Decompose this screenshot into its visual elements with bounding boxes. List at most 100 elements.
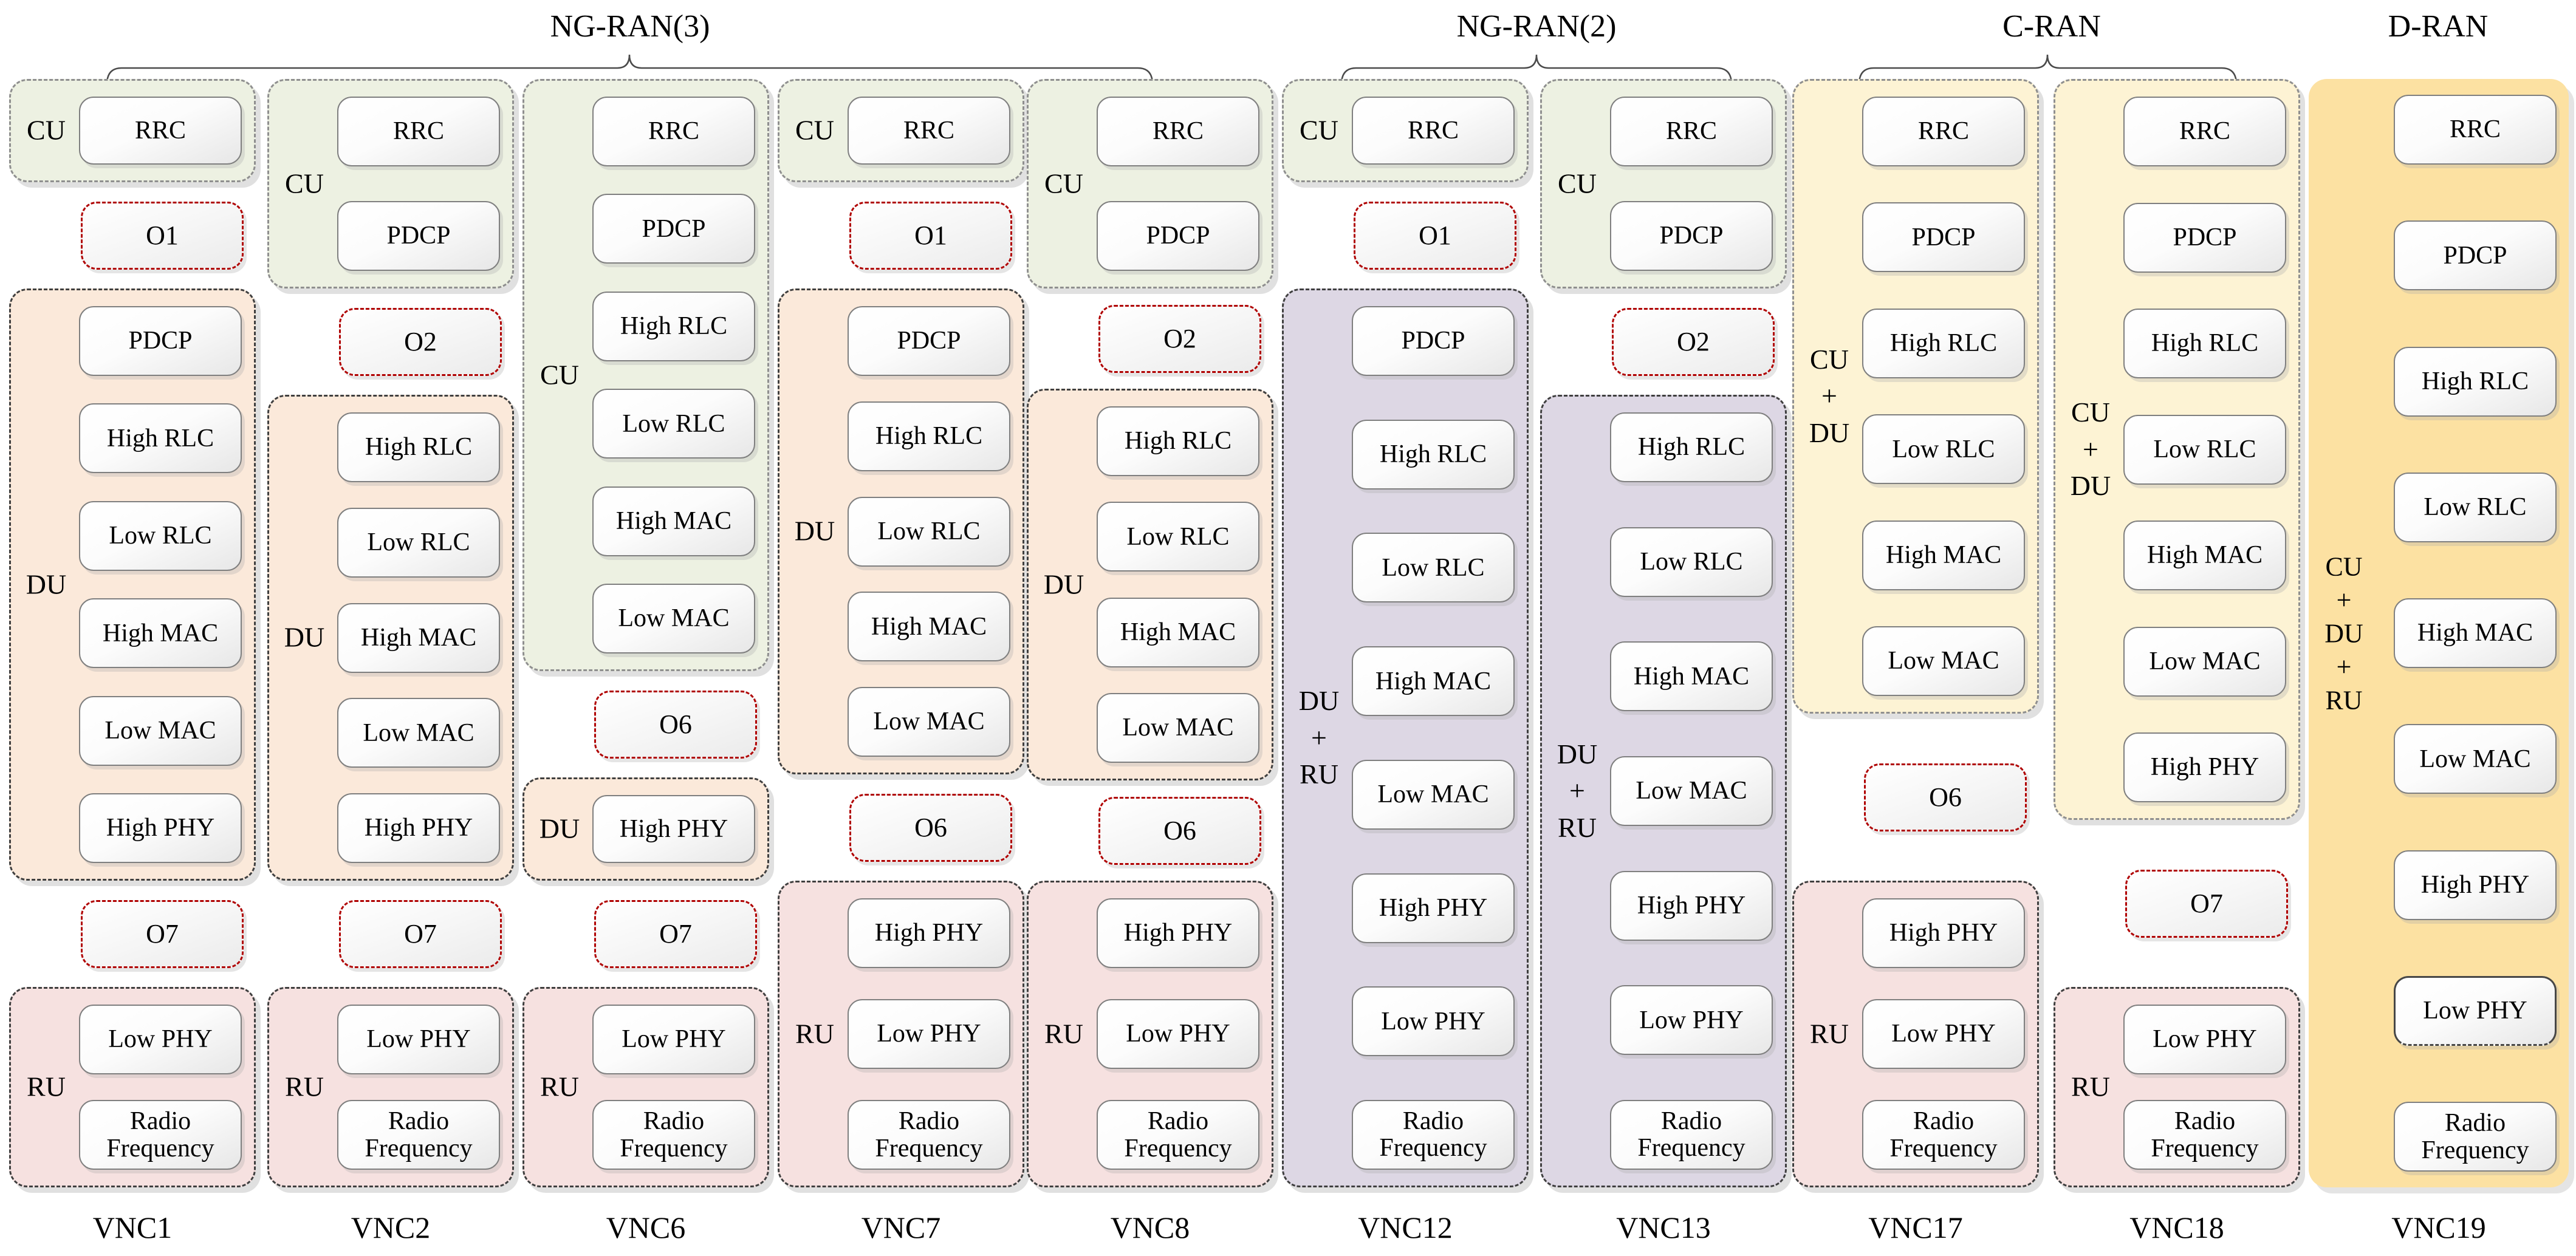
layer-box-label: High MAC (102, 619, 219, 647)
layer-box-low-phy: Low PHY (1352, 986, 1515, 1057)
layer-box-label: Low RLC (877, 517, 981, 545)
layer-box-label: High PHY (619, 814, 728, 843)
interface-box-o1: O1 (1354, 201, 1516, 270)
layer-box-label: High MAC (1375, 667, 1492, 695)
layer-box-radio-frequency: Radio Frequency (1610, 1099, 1773, 1170)
layer-box-radio-frequency: Radio Frequency (2123, 1100, 2286, 1170)
layer-box-high-mac: High MAC (592, 486, 755, 556)
layer-box-radio-frequency: Radio Frequency (592, 1100, 755, 1170)
vnc-label-vnc8: VNC8 (1110, 1210, 1190, 1244)
layer-box-low-mac: Low MAC (1862, 626, 2025, 696)
brace-c-ran (1858, 54, 2238, 85)
layer-box-label: Low PHY (877, 1020, 981, 1048)
layer-box-low-mac: Low MAC (848, 687, 1010, 757)
layer-box-low-phy: Low PHY (1610, 985, 1773, 1056)
unit-label: CU (285, 168, 324, 199)
layer-box-pdcp: PDCP (1862, 202, 2025, 273)
layer-box-rrc: RRC (1610, 97, 1773, 166)
unit-label: DU (1043, 568, 1084, 600)
interface-label: O1 (146, 220, 179, 250)
layer-box-label: Low RLC (1892, 435, 1995, 463)
layer-box-label: Radio Frequency (2421, 1109, 2529, 1164)
layer-box-high-rlc: High RLC (337, 412, 500, 482)
layer-box-label: Low MAC (873, 708, 985, 736)
unit-label: CU+DU (2070, 396, 2111, 502)
layer-box-label: Low MAC (618, 604, 730, 633)
layer-box-rrc: RRC (592, 97, 755, 166)
unit-label: RU (27, 1071, 66, 1102)
layer-box-label: Low PHY (1381, 1007, 1485, 1036)
layer-box-high-rlc: High RLC (2394, 346, 2557, 417)
layer-box-high-mac: High MAC (79, 598, 242, 669)
layer-box-rrc: RRC (1097, 97, 1259, 166)
layer-box-label: Low PHY (1891, 1020, 1996, 1048)
layer-box-label: High MAC (1885, 541, 2002, 570)
layer-box-label: Radio Frequency (620, 1107, 728, 1162)
unit-label: RU (2071, 1071, 2110, 1102)
layer-box-label: High RLC (106, 424, 214, 452)
layer-box-label: PDCP (2173, 223, 2237, 251)
layer-box-label: PDCP (128, 327, 193, 355)
layer-box-label: RRC (392, 117, 445, 146)
layer-box-low-phy: Low PHY (848, 999, 1010, 1069)
layer-box-label: High RLC (1379, 440, 1487, 469)
interface-box-o7: O7 (81, 899, 244, 968)
layer-box-low-phy: Low PHY (79, 1005, 242, 1074)
layer-box-label: High PHY (364, 814, 473, 842)
section-title-ng-ran-3: NG-RAN(3) (550, 9, 710, 44)
layer-box-low-mac: Low MAC (1610, 756, 1773, 826)
unit-label: DU+RU (1557, 738, 1598, 843)
layer-box-label: Low MAC (1888, 647, 1999, 675)
interface-box-o2: O2 (1612, 307, 1775, 376)
layer-box-rrc: RRC (2394, 95, 2557, 165)
layer-box-label: Low RLC (367, 528, 470, 557)
interface-label: O1 (914, 220, 947, 250)
layer-box-high-mac: High MAC (1097, 597, 1259, 667)
interface-label: O7 (146, 919, 179, 949)
layer-box-label: Low PHY (1126, 1020, 1230, 1048)
vnc-label-vnc6: VNC6 (606, 1210, 686, 1244)
layer-box-high-rlc: High RLC (592, 291, 755, 361)
unit-label: DU+RU (1298, 684, 1340, 790)
layer-box-label: High MAC (1633, 662, 1750, 691)
layer-box-rrc: RRC (848, 97, 1010, 165)
unit-label: DU (794, 515, 835, 547)
layer-box-pdcp: PDCP (337, 201, 500, 271)
layer-box-high-phy: High PHY (592, 795, 755, 863)
vnc-label-vnc13: VNC13 (1616, 1210, 1711, 1244)
unit-label: RU (285, 1071, 324, 1102)
layer-box-radio-frequency: Radio Frequency (848, 1100, 1010, 1170)
interface-label: O7 (659, 919, 692, 949)
layer-box-label: Low MAC (363, 718, 474, 747)
layer-box-label: RRC (2179, 117, 2231, 146)
layer-box-label: Radio Frequency (1379, 1107, 1487, 1162)
layer-box-high-phy: High PHY (1352, 873, 1515, 943)
interface-label: O2 (1163, 324, 1196, 353)
layer-box-high-mac: High MAC (1352, 646, 1515, 717)
section-title-c-ran: C-RAN (2002, 9, 2101, 44)
layer-box-pdcp: PDCP (848, 306, 1010, 376)
layer-box-label: High PHY (1637, 892, 1746, 920)
unit-label: DU (539, 813, 580, 844)
layer-box-label: High RLC (365, 433, 473, 462)
layer-box-label: Low PHY (1639, 1006, 1744, 1034)
layer-box-label: RRC (648, 117, 700, 146)
interface-box-o2: O2 (339, 307, 502, 376)
layer-box-rrc: RRC (1352, 97, 1515, 165)
layer-box-label: High MAC (871, 612, 987, 641)
unit-label: RU (540, 1071, 579, 1102)
layer-box-label: High RLC (1124, 427, 1232, 456)
